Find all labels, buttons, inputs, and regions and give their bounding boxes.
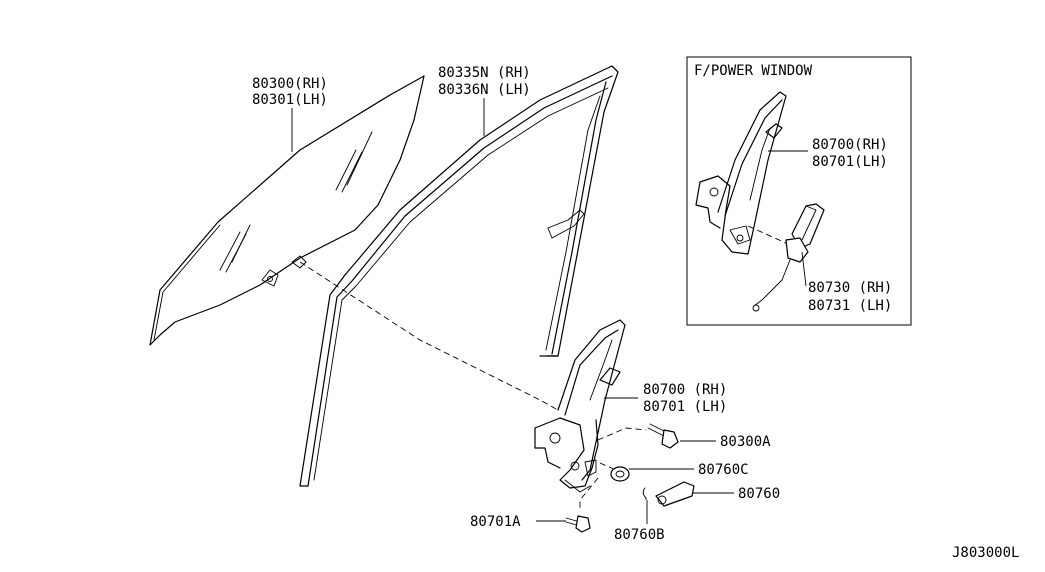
label-sash-rh: 80335N (RH)	[438, 65, 531, 81]
clip-80760b	[642, 487, 647, 500]
lower-bolt-dash-line	[579, 477, 599, 510]
label-regulator-lh: 80701 (LH)	[643, 399, 727, 415]
handle-80760	[655, 481, 695, 507]
spacer-80760c	[610, 466, 630, 482]
inset-label-motor-lh: 80731 (LH)	[808, 298, 892, 314]
glass-run-sash	[299, 65, 619, 487]
diagram-code: J803000L	[952, 545, 1019, 561]
label-regulator-rh: 80700 (RH)	[643, 382, 727, 398]
bolt-dash-line	[597, 427, 647, 441]
label-bolt-80300a: 80300A	[720, 434, 771, 450]
label-bolt-80701a: 80701A	[470, 514, 521, 530]
label-sash-lh: 80336N (LH)	[438, 82, 531, 98]
label-spacer-80760c: 80760C	[698, 462, 749, 478]
inset-title: F/POWER WINDOW	[694, 63, 813, 79]
bolt-80701a	[565, 515, 591, 533]
assembly-line	[299, 261, 559, 411]
inset-label-regulator-lh: 80701(LH)	[812, 154, 888, 170]
inset-power-window	[686, 56, 912, 326]
label-glass-lh: 80301(LH)	[252, 92, 328, 108]
inset-label-motor-rh: 80730 (RH)	[808, 280, 892, 296]
label-glass-rh: 80300(RH)	[252, 76, 328, 92]
label-handle-80760: 80760	[738, 486, 780, 502]
bolt-80300a	[647, 423, 679, 449]
window-regulator	[534, 319, 626, 493]
inset-frame	[686, 56, 912, 326]
label-clip-80760b: 80760B	[614, 527, 665, 543]
labels: 80300(RH) 80301(LH) 80335N (RH) 80336N (…	[252, 63, 1019, 561]
inset-label-regulator-rh: 80700(RH)	[812, 137, 888, 153]
door-glass	[149, 75, 425, 346]
